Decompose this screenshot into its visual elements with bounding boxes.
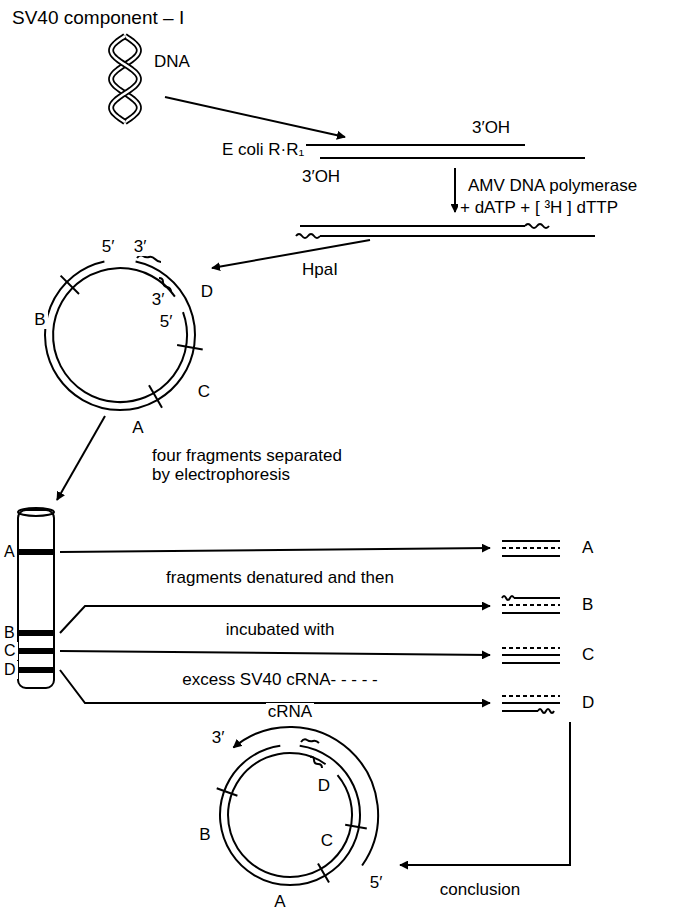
figure-label: 5′ <box>100 238 117 257</box>
figure-label: D <box>2 661 18 679</box>
gel-tube <box>18 508 54 516</box>
figure-label: cRNA <box>266 703 314 722</box>
figure-label: D <box>580 694 596 713</box>
dna-strand <box>53 268 187 402</box>
dna-strand <box>320 157 585 159</box>
gel-tube <box>18 510 54 688</box>
gel-bands <box>18 549 54 673</box>
dna-strand <box>228 753 352 877</box>
figure-label: DNA <box>152 53 192 72</box>
figure-label: A <box>130 419 145 438</box>
supercoiled-dna <box>111 36 139 122</box>
labelled-dna <box>525 224 549 228</box>
conclusion-arrow <box>400 722 570 865</box>
figure-label: 3′OH <box>470 119 512 138</box>
figure-label: AMV DNA polymerase <box>466 177 639 196</box>
figure-label: C <box>319 832 335 851</box>
figure-label: 5′ <box>158 313 175 332</box>
figure-label: E coli R·R₁ <box>220 141 306 160</box>
hpai-cut <box>61 276 79 294</box>
figure-label: B <box>2 624 17 642</box>
hpai-cut <box>149 385 162 408</box>
process-arrow <box>60 670 490 703</box>
figure-label: 3′OH <box>300 168 342 187</box>
figure-label: 5′ <box>368 874 385 893</box>
figure-label: A <box>272 893 287 912</box>
figure-label: HpaI <box>300 261 340 280</box>
figure-label: conclusion <box>438 881 522 900</box>
figure-label: C <box>196 383 212 402</box>
dna-strand <box>300 225 525 227</box>
figure-label: 3′ <box>150 291 167 310</box>
hpai-cut <box>217 788 238 796</box>
figure-label: C <box>580 646 596 665</box>
figure-label: C <box>2 642 18 660</box>
figure-label: 3′ <box>210 729 227 748</box>
labelled-dna <box>310 757 322 768</box>
labelled-dna <box>301 739 319 743</box>
process-arrow <box>60 651 490 655</box>
process-arrow <box>60 548 490 552</box>
hpai-cut <box>345 825 367 829</box>
figure-label: fragments denatured and then <box>164 569 396 588</box>
figure-label: B <box>32 311 47 330</box>
process-arrow <box>165 97 345 137</box>
figure-label: 3′ <box>132 238 149 257</box>
figure-label: + dATP + [ ³H ] dTTP <box>458 199 620 218</box>
dna-strand <box>220 746 360 885</box>
dna-strand <box>300 144 525 146</box>
process-arrow <box>57 416 105 500</box>
hpai-cut <box>318 864 329 883</box>
labelled-dna <box>296 234 320 238</box>
figure-label: A <box>580 539 595 558</box>
figure-label: D <box>199 283 215 302</box>
dna-strand <box>320 235 595 237</box>
figure-label: incubated with <box>224 621 337 640</box>
process-arrow <box>212 240 370 268</box>
figure-label: D <box>316 777 332 796</box>
hpai-cut <box>177 345 203 350</box>
figure-label: A <box>2 543 17 561</box>
figure-label: excess SV40 cRNA- - - - - <box>180 671 380 690</box>
figure-label: B <box>197 826 212 845</box>
process-arrow <box>454 168 456 212</box>
crna-arc <box>233 727 378 866</box>
figure-label: SV40 component – I <box>10 8 186 29</box>
figure-label: B <box>580 596 595 615</box>
dna-strand <box>45 262 195 410</box>
figure-label: four fragments separated by electrophore… <box>150 447 344 484</box>
